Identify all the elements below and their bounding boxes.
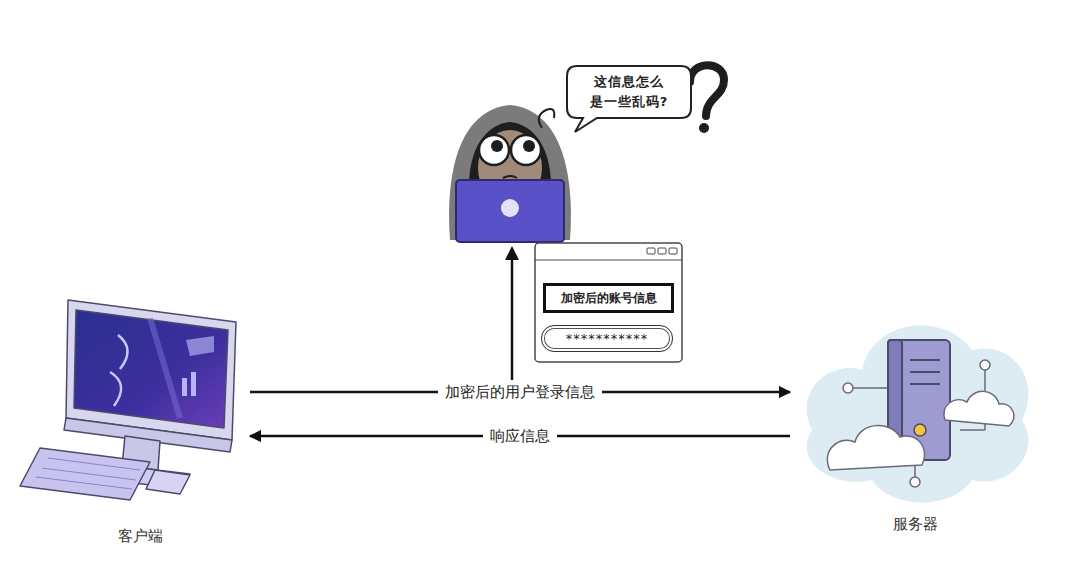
bubble-shape	[567, 66, 691, 132]
server-cloud	[807, 325, 1029, 502]
server-node: 服务器	[790, 300, 1040, 536]
account-box: 加密后的账号信息	[543, 283, 674, 313]
node-text: ***********	[566, 331, 649, 346]
edge-label: 加密后的用户登录信息	[438, 382, 602, 402]
node-text: 加密后的账号信息	[561, 290, 657, 307]
node-text: 客户端	[118, 527, 163, 548]
question-mark	[690, 65, 724, 133]
speech-bubble: 这信息怎么是一些乱码?	[567, 66, 691, 118]
node-text: 这信息怎么是一些乱码?	[588, 72, 670, 112]
edge-label: 响应信息	[483, 426, 557, 446]
client-node: 客户端	[30, 296, 250, 548]
intercept-arrow	[505, 246, 519, 380]
hacker-figure	[449, 105, 571, 242]
client-computer	[20, 300, 236, 500]
node-text: 服务器	[893, 515, 938, 536]
data-window	[535, 243, 682, 362]
password-box: ***********	[541, 325, 673, 352]
bubble-outline	[567, 66, 691, 118]
